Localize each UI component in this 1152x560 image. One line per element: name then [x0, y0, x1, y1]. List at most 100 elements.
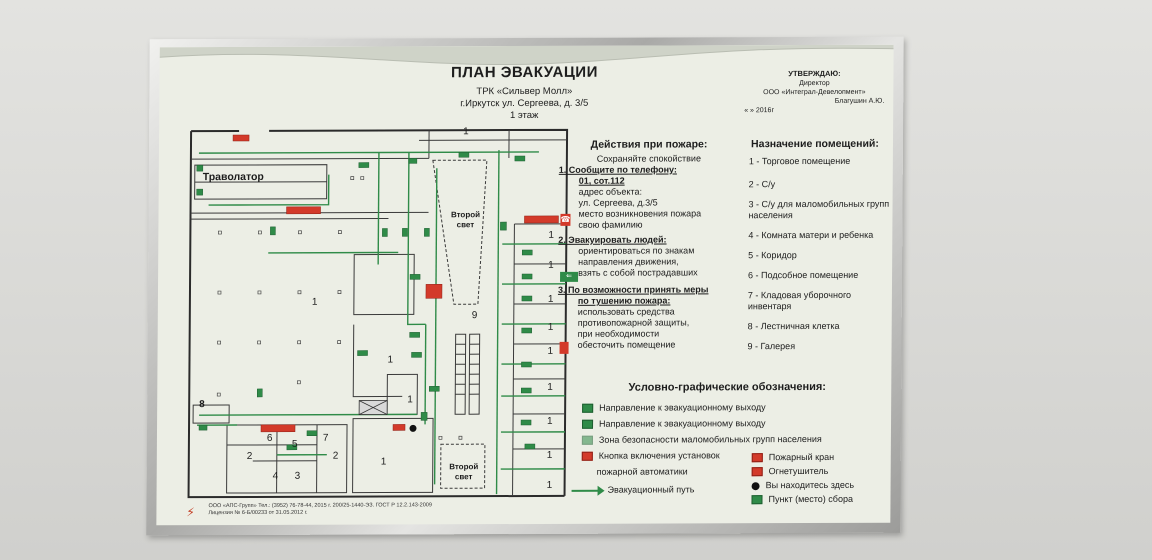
legend-heading: Условно-графические обозначения: — [628, 380, 827, 394]
fire-alarm-button-icon — [581, 451, 593, 461]
room-purpose-9: 9 - Галерея — [747, 341, 796, 352]
footer-line-2: Лицензия № 6-Б/00233 от 31.05.2012 г. — [208, 509, 308, 517]
safety-zone-icon — [581, 435, 593, 445]
approval-name: Благушин А.Ю. — [834, 97, 885, 105]
fire-hydrant-icon — [751, 453, 763, 463]
room-1-bottom: 1 — [380, 456, 387, 468]
room-purpose-4: 4 - Комната матери и ребенка — [748, 229, 874, 241]
room-4: 4 — [272, 470, 279, 482]
room-purpose-7: 7 - Кладовая уборочного инвентаря — [747, 289, 852, 312]
fire-extinguisher-icon — [751, 467, 763, 477]
floor-plan — [187, 128, 569, 499]
evacuation-path-icon — [571, 489, 600, 492]
room-1-right-3: 1 — [547, 293, 554, 305]
legend-label-9: Вы находитесь здесь — [765, 479, 855, 491]
step-1-detail-3: место возникновения пожара — [578, 208, 702, 219]
step-2-detail-3: взять с собой пострадавших — [578, 267, 698, 278]
evacuation-plan-frame: ПЛАН ЭВАКУАЦИИ ТРК «Сильвер Молл» г.Ирку… — [146, 36, 904, 536]
room-5: 5 — [291, 438, 298, 450]
room-1-right-5: 1 — [547, 345, 554, 357]
step-3-detail-2: противопожарной защиты, — [577, 317, 690, 328]
legend-label-3: Зона безопасности маломобильных групп на… — [598, 433, 822, 445]
legend-item-1: Направление к эвакуационному выходу — [582, 402, 766, 414]
legend-label-8: Огнетушитель — [768, 465, 829, 477]
approval-org: ООО «Интеграл-Девелопмент» — [763, 88, 866, 97]
room-purpose-3: 3 - С/у для маломобильных групп населени… — [748, 198, 890, 221]
phone-icon: ☎ — [560, 213, 571, 226]
legend-item-2: Направление к эвакуационному выходу — [581, 418, 766, 430]
step-3b: по тушению пожара: — [577, 295, 671, 306]
room-1-small: 1 — [407, 394, 413, 406]
footer-credits: ООО «АПС-Групп» Тел.: (3952) 76-78-44, 2… — [208, 502, 431, 517]
step-1: 1. Сообщите по телефону: — [558, 164, 677, 175]
extinguisher-icon — [559, 341, 569, 354]
legend-label-5: пожарной автоматики — [596, 466, 688, 477]
room-1-right-6: 1 — [547, 381, 553, 393]
legend-item-10: Пункт (место) сбора — [751, 494, 853, 505]
room-8: 8 — [199, 399, 205, 411]
legend-item-3: Зона безопасности маломобильных групп на… — [581, 433, 822, 446]
step-3-detail-1: использовать средства — [577, 306, 675, 317]
legend-label-1: Направление к эвакуационному выходу — [599, 402, 766, 413]
legend-label-4: Кнопка включения установок — [598, 450, 720, 461]
room-purpose-8: 8 - Лестничная клетка — [747, 320, 840, 332]
plan-subtitle: ТРК «Сильвер Молл» г.Иркутск ул. Сергеев… — [414, 86, 634, 123]
room-purpose-1: 1 - Торговое помещение — [748, 155, 851, 167]
decorative-wave — [159, 44, 894, 66]
plan-title: ПЛАН ЭВАКУАЦИИ — [451, 63, 598, 82]
room-2b: 2 — [332, 450, 339, 462]
room-1-right-8: 1 — [546, 449, 553, 461]
room-1-right-2: 1 — [548, 259, 554, 271]
room-9: 9 — [471, 310, 478, 322]
legend-label-10: Пункт (место) сбора — [768, 493, 854, 505]
you-are-here-marker — [409, 424, 417, 432]
exit-direction-icon — [582, 403, 594, 413]
room-7: 7 — [322, 432, 329, 444]
approval-block: УТВЕРЖДАЮ: Директор ООО «Интеграл-Девело… — [744, 69, 884, 115]
exit-sign-icon: ⇐ — [560, 271, 579, 282]
room-1-center: 1 — [311, 296, 318, 308]
legend-item-4: Кнопка включения установок — [581, 450, 720, 461]
rooms-heading: Назначение помещений: — [750, 137, 879, 151]
legend-label-6: Эвакуационный путь — [607, 484, 695, 495]
legend-label-2: Направление к эвакуационному выходу — [598, 418, 766, 429]
room-6: 6 — [266, 432, 273, 444]
room-1-right-7: 1 — [547, 415, 553, 427]
room-purpose-5: 5 - Коридор — [748, 250, 797, 261]
room-1-right-1: 1 — [548, 229, 554, 241]
step-3-detail-4: обесточить помещение — [577, 339, 676, 350]
footer-line-1: ООО «АПС-Групп» Тел.: (3952) 76-78-44, 2… — [208, 502, 432, 510]
venue-name: ТРК «Сильвер Молл» — [476, 85, 573, 98]
step-1-detail-2: ул. Сергеева, д.3/5 — [578, 197, 658, 208]
room-3: 3 — [294, 470, 301, 482]
exit-direction-alt-icon — [581, 419, 594, 429]
room-1-top: 1 — [463, 126, 469, 138]
step-1-detail-1: адрес объекта: — [578, 186, 643, 197]
venue-address: г.Иркутск ул. Сергеева, д. 3/5 — [460, 97, 589, 110]
floor-label: 1 этаж — [509, 109, 539, 122]
step-2-detail-1: ориентироваться по знакам — [578, 245, 695, 256]
legend-item-7: Пожарный кран — [751, 452, 834, 463]
fire-actions: Действия при пожаре: Сохраняйте спокойст… — [557, 138, 739, 351]
step-2: 2. Эвакуировать людей: — [558, 234, 667, 245]
room-1-right-9: 1 — [546, 479, 553, 491]
room-1-right-4: 1 — [547, 321, 554, 333]
step-3-detail-3: при необходимости — [577, 328, 660, 339]
keep-calm: Сохраняйте спокойствие — [596, 153, 702, 164]
you-are-here-icon — [751, 481, 760, 490]
legend-item-6: Эвакуационный путь — [571, 484, 695, 495]
second-light-upper-label: Второй свет — [450, 210, 481, 230]
room-purpose-6: 6 - Подсобное помещение — [748, 269, 859, 281]
step-1-detail-4: свою фамилию — [578, 219, 643, 230]
company-logo-icon: ⚡ — [186, 505, 195, 520]
legend: Условно-графические обозначения: Направл… — [571, 380, 882, 505]
room-2a: 2 — [246, 450, 253, 462]
legend-item-5: пожарной автоматики — [597, 466, 688, 477]
legend-item-9: Вы находитесь здесь — [751, 479, 855, 491]
phone-number: 01, сот.112 — [578, 175, 625, 186]
step-3a: 3. По возможности принять меры — [557, 284, 709, 295]
room-purpose-2: 2 - С/у — [748, 179, 776, 190]
approval-role: Директор — [799, 79, 830, 88]
step-2-detail-2: направления движения, — [578, 256, 679, 267]
evacuation-plan-panel: ПЛАН ЭВАКУАЦИИ ТРК «Сильвер Молл» г.Ирку… — [156, 44, 894, 526]
